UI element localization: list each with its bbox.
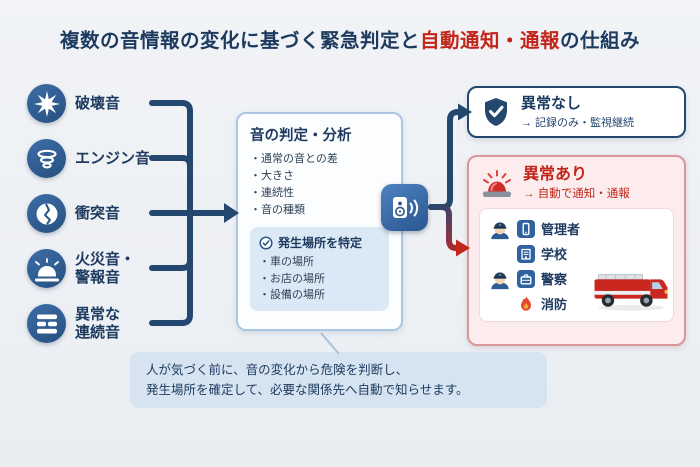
location-item: ・車の場所 (259, 256, 314, 269)
recipient-label: 管理者 (541, 222, 581, 238)
source-collision-sound: 衝突音 (27, 194, 120, 233)
recipients-list: 管理者 学校 (479, 208, 674, 323)
summary-note-line1: 人が気づく前に、音の変化から危険を判断し、 (146, 363, 409, 377)
recipient-police: 警察 (489, 266, 664, 291)
engine-spiral-icon (27, 139, 66, 178)
source-label: 異常な 連続音 (75, 305, 121, 341)
recipient-label: 消防 (541, 297, 568, 313)
continuous-sound-icon (27, 304, 66, 343)
page-title: 複数の音情報の変化に基づく緊急判定と自動通知・通報の仕組み (0, 24, 700, 53)
officer-avatar-icon (489, 268, 511, 290)
outcome-abnormal-box: 異常あり → 自動で通知・通報 管理者 (467, 155, 686, 346)
title-part-highlight: 自動通知・通報 (419, 30, 560, 52)
flame-icon (517, 295, 535, 313)
location-item: ・設備の場所 (259, 289, 325, 302)
check-circle-icon (259, 236, 273, 250)
title-part-main: 複数の音情報の変化に基づく緊急判定と (59, 30, 420, 52)
outcome-abnormal-title: 異常あり (523, 166, 588, 183)
location-title: 発生場所を特定 (278, 236, 363, 251)
source-fire-alarm-sound: 火災音・ 警報音 (27, 249, 135, 288)
alarm-bell-icon (27, 249, 66, 288)
source-label: 破壊音 (75, 94, 121, 112)
title-part-suffix: の仕組み (560, 30, 641, 52)
building-icon (517, 244, 535, 263)
outcome-normal-title: 異常なし (521, 94, 582, 112)
sound-detector-icon (381, 184, 428, 231)
officer-avatar-icon (489, 218, 511, 240)
source-label: エンジン音 (75, 149, 151, 167)
siren-icon (479, 168, 515, 199)
source-continuous-sound: 異常な 連続音 (27, 304, 120, 343)
shield-check-icon (481, 96, 511, 128)
phone-icon (517, 219, 535, 238)
briefcase-icon (517, 269, 535, 288)
outcome-abnormal-subtitle: → 自動で通知・通報 (523, 188, 630, 201)
source-label: 衝突音 (75, 204, 121, 222)
summary-note-line2: 発生場所を確定して、必要な関係先へ自動で知らせます。 (146, 383, 469, 397)
source-destruction-sound: 破壊音 (27, 84, 120, 123)
location-item: ・お店の場所 (259, 272, 325, 285)
source-engine-sound: エンジン音 (27, 139, 150, 178)
analysis-item: ・大きさ (250, 170, 294, 183)
analysis-item: ・通常の音との差 (250, 153, 338, 165)
summary-note: 人が気づく前に、音の変化から危険を判断し、 発生場所を確定して、必要な関係先へ自… (130, 352, 547, 408)
outcome-normal-subtitle: → 記録のみ・監視継続 (521, 116, 635, 129)
analysis-item: ・音の種類 (250, 204, 305, 217)
fire-truck-icon (592, 265, 670, 318)
analysis-item: ・連続性 (250, 187, 294, 200)
recipient-label: 学校 (541, 247, 568, 263)
analysis-panel: 音の判定・分析 ・通常の音との差 ・大きさ ・連続性 ・音の種類 発生場所を特定… (236, 112, 403, 331)
location-box: 発生場所を特定 ・車の場所 ・お店の場所 ・設備の場所 (250, 227, 389, 311)
note-connector-line (320, 332, 340, 355)
collision-icon (27, 194, 66, 233)
outcome-normal-box: 異常なし → 記録のみ・監視継続 (467, 86, 686, 138)
burst-icon (27, 84, 66, 123)
source-label: 火災音・ 警報音 (75, 250, 136, 286)
recipient-label: 警察 (541, 272, 568, 288)
analysis-title: 音の判定・分析 (250, 128, 352, 144)
recipient-school: 学校 (489, 241, 664, 266)
recipient-fire-dept: 消防 (489, 291, 664, 316)
recipient-admin: 管理者 (489, 216, 664, 241)
